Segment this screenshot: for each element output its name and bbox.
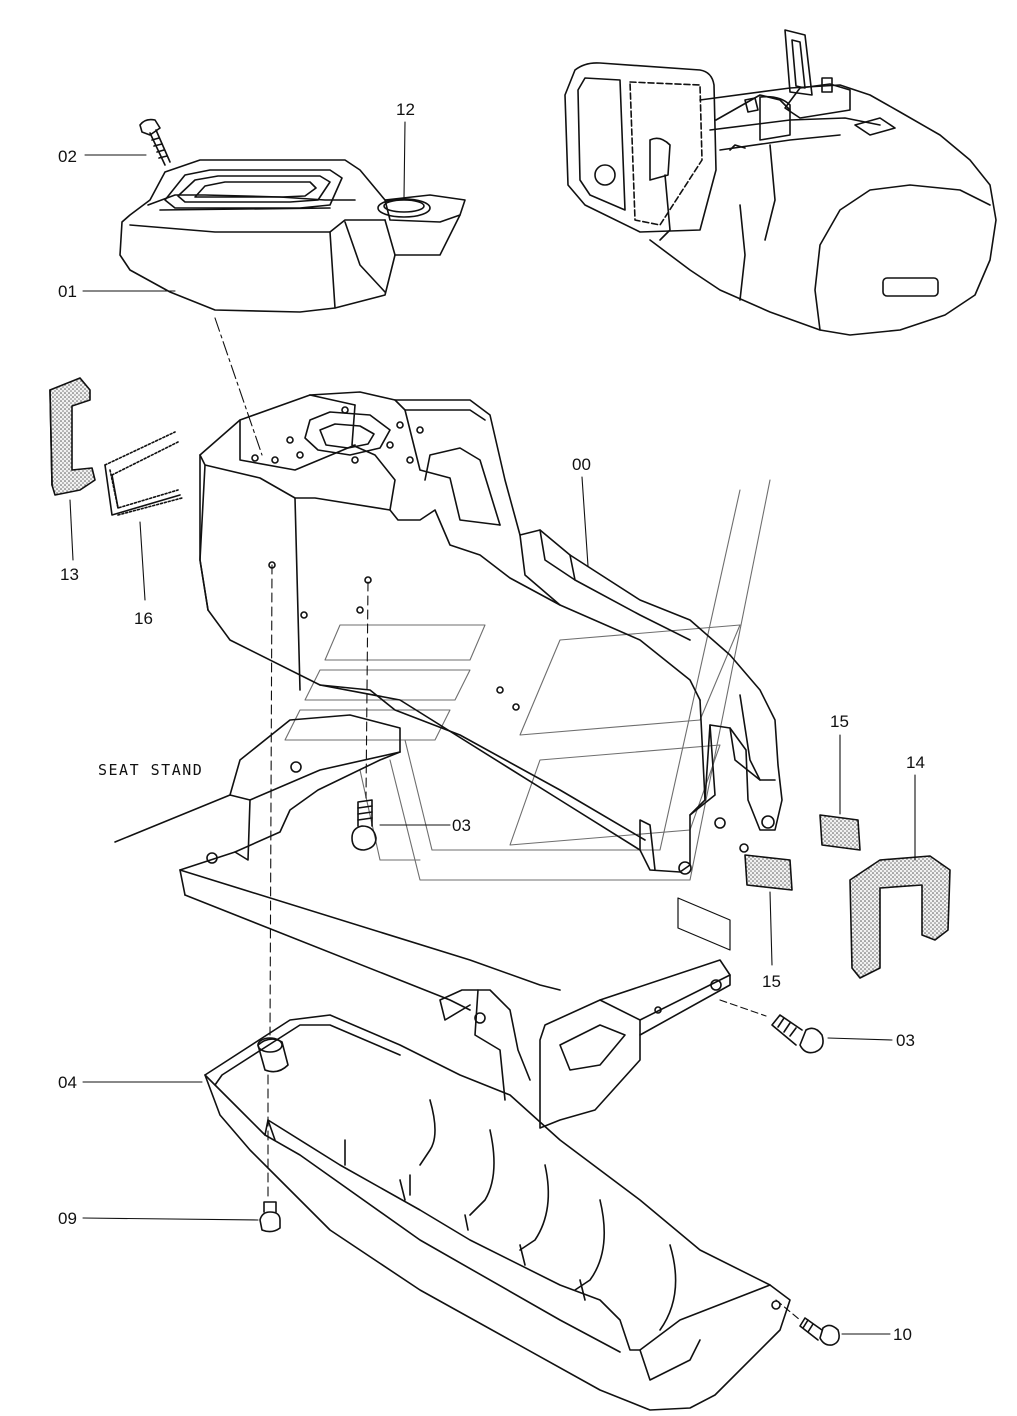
part-14-foam-pad <box>849 855 951 979</box>
part-02-screw <box>139 118 171 166</box>
label-part-00: 00 <box>572 455 591 474</box>
excavator-overview-illustration <box>564 29 997 336</box>
label-part-02: 02 <box>58 147 77 166</box>
watermark-logo <box>284 479 771 881</box>
label-seat-stand: SEAT STAND <box>98 761 203 779</box>
part-10-bolt <box>799 1317 840 1346</box>
label-part-03-upper: 03 <box>452 816 471 835</box>
label-part-03-lower: 03 <box>896 1031 915 1050</box>
part-03-bolt-upper <box>351 799 377 851</box>
label-part-15-upper: 15 <box>830 712 849 731</box>
label-part-15-lower: 15 <box>762 972 781 991</box>
label-part-14: 14 <box>906 753 925 772</box>
label-part-09: 09 <box>58 1209 77 1228</box>
part-16-serrated-seal <box>104 431 183 516</box>
part-01-upper-cover <box>119 159 466 313</box>
label-part-04: 04 <box>58 1073 77 1092</box>
part-15-pad-upper <box>819 814 861 851</box>
part-15-pad-lower <box>744 854 793 891</box>
part-00-console-cover <box>199 391 783 875</box>
label-part-13: 13 <box>60 565 79 584</box>
label-part-01: 01 <box>58 282 77 301</box>
part-03-bolt-lower <box>771 1014 824 1054</box>
label-part-10: 10 <box>893 1325 912 1344</box>
leader-lines <box>69 121 916 1335</box>
part-04-lower-cover <box>204 1014 791 1411</box>
label-part-12: 12 <box>396 100 415 119</box>
part-13-foam-pad <box>49 377 96 496</box>
assembly-guide-lines <box>214 317 801 1321</box>
part-09-screw <box>259 1201 281 1233</box>
seat-stand-frame <box>114 714 731 1129</box>
label-part-16: 16 <box>134 609 153 628</box>
